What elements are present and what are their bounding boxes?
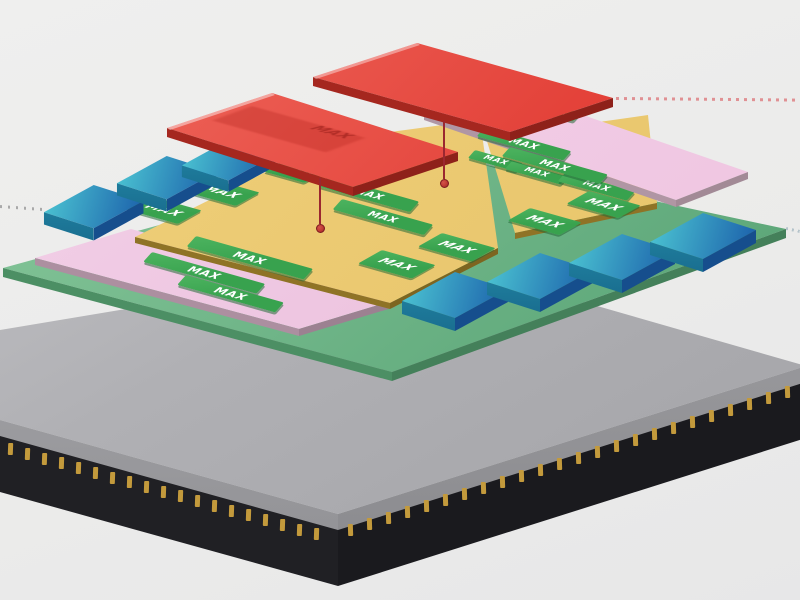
substrate-pad bbox=[765, 391, 772, 404]
max-chiplet-label: MAX bbox=[543, 105, 570, 118]
substrate-pad bbox=[7, 443, 14, 456]
substrate-pad bbox=[313, 528, 320, 541]
substrate-pad bbox=[177, 490, 184, 503]
substrate-pad bbox=[92, 466, 99, 479]
substrate-pad bbox=[24, 447, 31, 461]
attachment-pin-left-dot bbox=[315, 223, 325, 233]
substrate-pad bbox=[109, 471, 116, 484]
substrate-pad bbox=[126, 476, 133, 489]
max-chiplet-label: MAX bbox=[581, 196, 627, 213]
memory-chip-left-3 bbox=[180, 140, 286, 202]
max-chiplet-tim-right-3: MAX bbox=[532, 102, 581, 122]
max-chiplet-label: MAX bbox=[522, 213, 568, 230]
max-chiplet-label: MAX bbox=[374, 256, 420, 273]
max-chiplet-die2-edge-1: MAX bbox=[507, 208, 582, 236]
substrate-pad bbox=[537, 463, 544, 476]
substrate-pad bbox=[41, 452, 48, 465]
max-chiplet-label: MAX bbox=[365, 209, 401, 226]
substrate-pad bbox=[480, 481, 487, 494]
substrate-pad bbox=[279, 518, 286, 531]
substrate-pad bbox=[746, 397, 753, 410]
substrate-pad bbox=[632, 433, 639, 446]
substrate-pad bbox=[143, 480, 150, 494]
leader-line-right-edge bbox=[785, 227, 800, 233]
substrate-pad bbox=[556, 457, 563, 470]
substrate-pad bbox=[366, 517, 373, 530]
substrate-pad bbox=[228, 504, 235, 517]
substrate-pad bbox=[404, 505, 411, 518]
substrate-pad bbox=[727, 403, 734, 416]
substrate-pad bbox=[613, 439, 620, 452]
substrate-pad bbox=[518, 469, 525, 482]
attachment-pin-right-line bbox=[443, 121, 445, 179]
leader-line-top-right bbox=[615, 97, 800, 102]
attachment-pin-right-dot bbox=[439, 178, 449, 188]
substrate-pad bbox=[75, 462, 82, 475]
leader-line-left bbox=[0, 205, 45, 212]
substrate-pad bbox=[296, 523, 303, 536]
substrate-pad bbox=[211, 499, 218, 513]
attachment-pin-left-line bbox=[319, 178, 321, 224]
substrate-pad bbox=[689, 415, 696, 428]
substrate-pad bbox=[708, 409, 715, 422]
max-chiplet-label: MAX bbox=[351, 186, 387, 203]
substrate-pad bbox=[670, 421, 677, 434]
substrate-pad bbox=[347, 523, 354, 536]
substrate-pad bbox=[461, 487, 468, 500]
substrate-pad bbox=[651, 427, 658, 440]
max-chiplet-label: MAX bbox=[434, 239, 480, 256]
substrate-pad bbox=[575, 451, 582, 464]
substrate-pad bbox=[423, 499, 430, 512]
substrate-pad bbox=[499, 475, 506, 488]
substrate-pad bbox=[58, 457, 65, 470]
substrate-pad bbox=[442, 493, 449, 506]
substrate-pad bbox=[160, 485, 167, 498]
substrate-pad bbox=[194, 495, 201, 508]
memory-chip-right-4 bbox=[648, 213, 768, 283]
substrate-pad bbox=[245, 509, 252, 522]
max-chiplet-label: MAX bbox=[230, 249, 270, 267]
substrate-pad bbox=[262, 514, 269, 527]
substrate-pad bbox=[385, 511, 392, 524]
substrate-pad bbox=[594, 445, 601, 458]
substrate-pad bbox=[784, 385, 791, 398]
